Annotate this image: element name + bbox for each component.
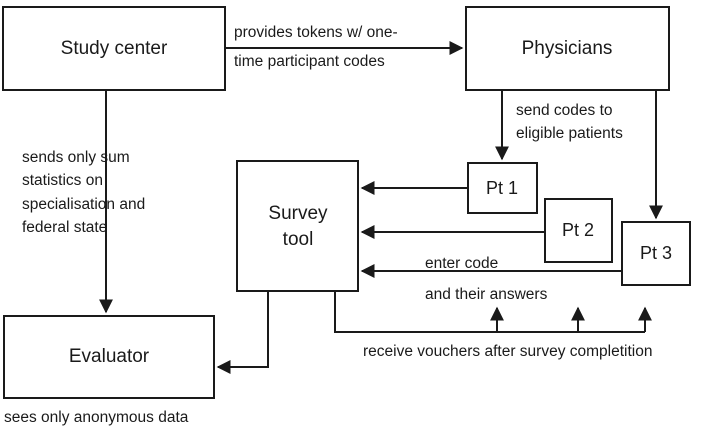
- edge-label-provides-tokens-line1: provides tokens w/ one-: [234, 24, 398, 41]
- edge-label-anonymous-data: sees only anonymous data: [4, 409, 189, 426]
- node-evaluator[interactable]: [3, 315, 215, 399]
- node-study-center[interactable]: [2, 6, 226, 91]
- node-pt3-label: Pt 3: [640, 243, 672, 263]
- node-study-center-label: Study center: [61, 38, 168, 59]
- edge-survey-tool-to-evaluator: [216, 291, 269, 374]
- node-pt2-label: Pt 2: [562, 220, 594, 240]
- edge-label-sum-statistics-line2: statistics on: [22, 172, 103, 189]
- node-pt1[interactable]: [467, 162, 538, 214]
- node-pt3[interactable]: [621, 221, 691, 286]
- edge-label-sum-statistics-line4: federal state: [22, 219, 107, 236]
- edge-label-enter-code-line2: and their answers: [425, 286, 548, 303]
- edge-label-send-codes-line2: eligible patients: [516, 125, 623, 142]
- node-physicians[interactable]: [465, 6, 670, 91]
- node-physicians-label: Physicians: [522, 38, 613, 59]
- edge-label-sum-statistics-line3: specialisation and: [22, 196, 145, 213]
- node-survey-tool-label-line1: Survey: [268, 203, 328, 224]
- node-survey-tool-label-line2: tool: [283, 229, 314, 250]
- edge-label-receive-vouchers: receive vouchers after survey completiti…: [363, 343, 652, 360]
- edge-label-send-codes-line1: send codes to: [516, 102, 613, 119]
- edge-label-enter-code-line1: enter code: [425, 255, 498, 272]
- node-survey-tool[interactable]: [236, 160, 359, 292]
- edge-survey-tool-voucher-bus: [334, 291, 645, 333]
- node-evaluator-label: Evaluator: [69, 346, 150, 367]
- node-pt2[interactable]: [544, 198, 613, 263]
- edge-label-sum-statistics-line1: sends only sum: [22, 149, 130, 166]
- node-pt1-label: Pt 1: [486, 178, 518, 198]
- edge-label-provides-tokens-line2: time participant codes: [234, 53, 385, 70]
